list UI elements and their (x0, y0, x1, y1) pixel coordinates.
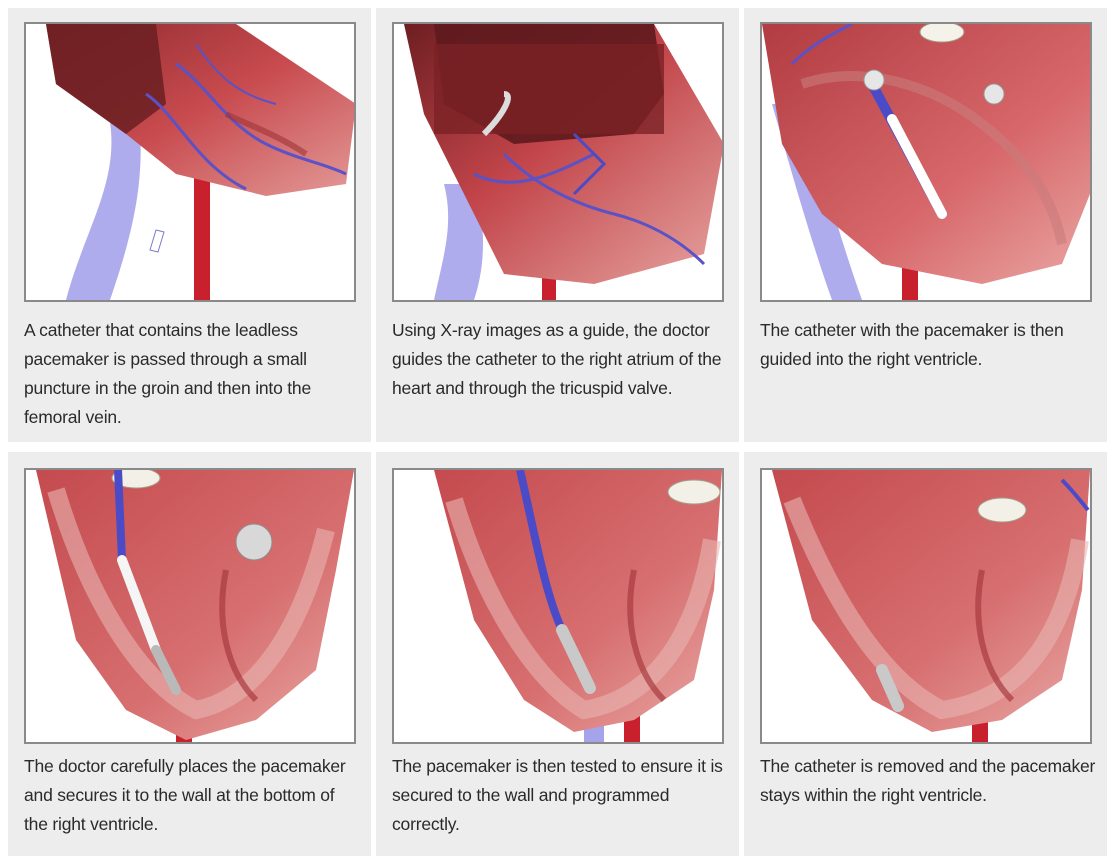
step-panel-1: A catheter that contains the leadless pa… (8, 8, 371, 442)
pacemaker-placement-image (26, 470, 354, 742)
step-6-caption: The catheter is removed and the pacemake… (760, 752, 1096, 810)
step-5-illustration (392, 468, 724, 744)
procedure-steps-grid: A catheter that contains the leadless pa… (8, 8, 1107, 856)
pacemaker-testing-image (394, 470, 722, 742)
step-panel-3: The catheter with the pacemaker is then … (744, 8, 1107, 442)
step-panel-5: The pacemaker is then tested to ensure i… (376, 452, 739, 856)
step-2-illustration (392, 22, 724, 302)
step-panel-2: Using X-ray images as a guide, the docto… (376, 8, 739, 442)
step-1-illustration (24, 22, 356, 302)
heart-catheter-entry-image (26, 24, 354, 300)
step-panel-4: The doctor carefully places the pacemake… (8, 452, 371, 856)
step-1-caption: A catheter that contains the leadless pa… (24, 316, 360, 432)
step-panel-6: The catheter is removed and the pacemake… (744, 452, 1107, 856)
step-5-caption: The pacemaker is then tested to ensure i… (392, 752, 728, 839)
heart-right-ventricle-image (762, 24, 1090, 300)
step-6-illustration (760, 468, 1092, 744)
step-4-illustration (24, 468, 356, 744)
step-4-caption: The doctor carefully places the pacemake… (24, 752, 360, 839)
step-3-caption: The catheter with the pacemaker is then … (760, 316, 1096, 374)
pacemaker-implanted-image (762, 470, 1090, 742)
step-2-caption: Using X-ray images as a guide, the docto… (392, 316, 728, 403)
heart-right-atrium-image (394, 24, 722, 300)
step-3-illustration (760, 22, 1092, 302)
